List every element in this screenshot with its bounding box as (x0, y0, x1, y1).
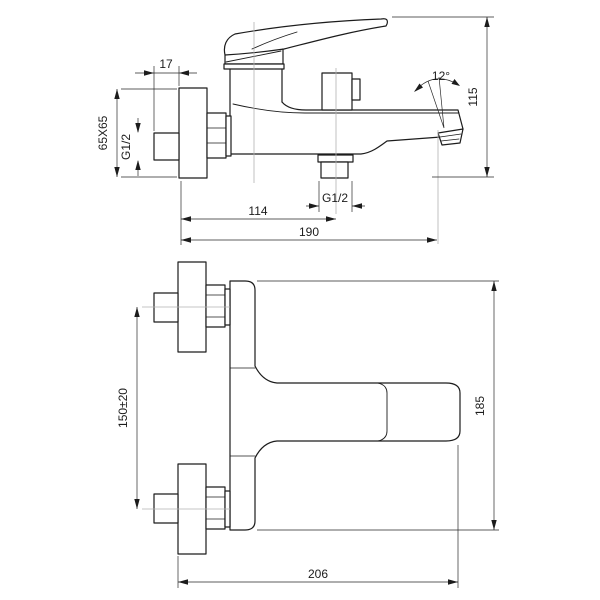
arrow-150-top (134, 307, 140, 317)
arrow-angle-left (414, 83, 423, 92)
lever-ridge-line (251, 31, 298, 50)
dimensions-side-view: 17 65X65 G1/2 12° 115 G1/2 114 (96, 16, 494, 245)
arrow-115-bottom (484, 167, 490, 177)
arrow-114-right (326, 216, 336, 222)
plan-inlet-stub-bottom (153, 493, 179, 524)
spout-near-edge (232, 103, 460, 114)
arrow-206-left (178, 579, 188, 585)
arrow-65-top (114, 89, 120, 99)
arrow-65-bottom (114, 167, 120, 177)
arrow-150-bottom (134, 499, 140, 509)
diverter-knob (351, 78, 361, 101)
handle-dome-slant (225, 50, 282, 63)
side-view (153, 18, 464, 179)
dim-inlet-spacing: 150±20 (116, 388, 130, 428)
inlet-stub (153, 132, 180, 161)
arrow-g12out-right (352, 203, 362, 209)
diverter-housing (321, 72, 353, 111)
lever-handle (223, 18, 388, 56)
plan-nut-facets-bottom (205, 496, 226, 520)
plan-view (153, 261, 461, 555)
dim-spout-reach: 190 (299, 225, 319, 239)
arrow-17-right (179, 70, 189, 76)
plan-hex-nut-bottom (205, 486, 226, 530)
dim-overall-length: 206 (308, 567, 328, 581)
shower-outlet-pipe (320, 161, 349, 179)
centerlines (142, 22, 439, 510)
dimensions-plan-view: 150±20 185 206 (116, 280, 499, 588)
arrow-185-top (491, 281, 497, 291)
dim-body-length: 185 (473, 396, 487, 416)
arrow-114-left (181, 216, 191, 222)
dim-plate-size: 65X65 (96, 115, 110, 150)
plan-nut-facets-top (205, 294, 226, 318)
arrow-g12wall-bottom (135, 160, 141, 170)
spout-underside (229, 136, 442, 155)
hex-nut (206, 112, 227, 159)
dim-overall-height: 115 (466, 87, 480, 106)
arrow-190-left (181, 237, 191, 243)
arrow-115-top (484, 17, 490, 27)
arrow-206-right (448, 579, 458, 585)
arrow-190-right (427, 237, 437, 243)
plan-body-and-spout (229, 280, 461, 531)
spout-top-edge (281, 101, 464, 130)
arrow-17-left (144, 70, 154, 76)
hex-nut-facets (206, 127, 227, 144)
plan-hex-nut-top (205, 284, 226, 328)
dim-outlet-thread: G1/2 (322, 191, 348, 205)
arrow-g12out-left (309, 203, 319, 209)
dim-spout-angle: 12° (432, 69, 450, 83)
shower-outlet-flange (317, 154, 354, 163)
washer (225, 115, 232, 157)
aerator-lines (439, 133, 462, 142)
spout-tip-joint (377, 382, 388, 442)
plan-inlet-stub-top (153, 292, 179, 323)
arrow-angle-right (451, 79, 460, 86)
arrow-g12wall-top (135, 123, 141, 133)
dim-plate-offset: 17 (159, 57, 173, 71)
body-joint-ticks (229, 367, 256, 457)
arrow-185-bottom (491, 520, 497, 530)
dim-inlet-thread: G1/2 (119, 134, 133, 160)
wall-plate (178, 87, 208, 179)
dim-outlet-distance: 114 (248, 204, 267, 218)
